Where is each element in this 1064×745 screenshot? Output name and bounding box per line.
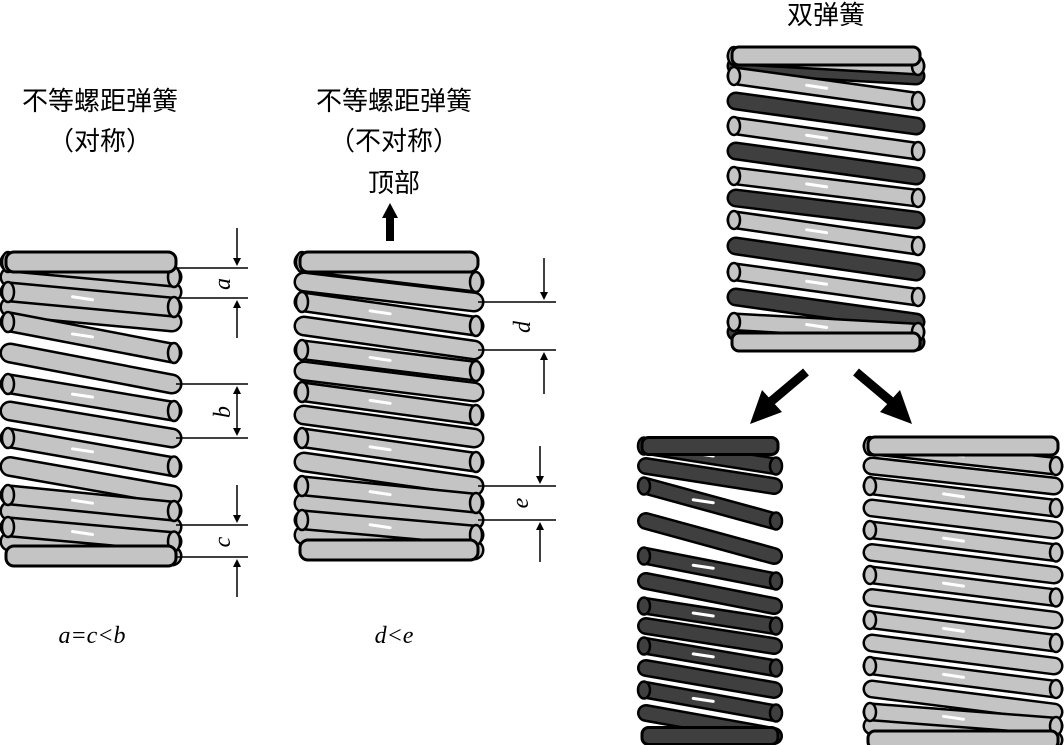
- middle-spring-title-line1: 不等螺距弹簧: [316, 87, 472, 117]
- spring-bottom-end: [4, 544, 178, 568]
- middle-spring: [293, 250, 485, 562]
- spring-top-end: [866, 435, 1060, 457]
- left-spring: [0, 250, 183, 568]
- top-label: 顶部: [368, 169, 420, 199]
- spring-top-end: [640, 436, 780, 456]
- left-dimensions: [176, 228, 248, 597]
- split-arrow-left-icon: [750, 368, 809, 424]
- spring-bottom-end: [866, 729, 1060, 745]
- dim-label-b: b: [210, 406, 236, 418]
- middle-dimensions: [478, 258, 556, 562]
- left-spring-title-line1: 不等螺距弹簧: [22, 87, 178, 117]
- spring-bottom-end: [730, 331, 922, 353]
- spring-bottom-end: [298, 538, 480, 562]
- middle-spring-title-line2: （不对称）: [329, 127, 459, 157]
- spring-top-end: [730, 45, 922, 67]
- dim-label-e: e: [508, 497, 534, 508]
- outer-light-spring: [862, 435, 1064, 745]
- left-formula: a=c<b: [58, 623, 125, 649]
- double-spring: [726, 45, 926, 353]
- middle-formula: d<e: [375, 623, 414, 649]
- spring-top-end: [298, 250, 480, 274]
- double-spring-title: 双弹簧: [787, 1, 865, 31]
- dim-label-d: d: [510, 320, 536, 333]
- spring-bottom-end: [640, 726, 780, 745]
- top-arrow-icon: [382, 203, 398, 241]
- left-spring-title-line2: （对称）: [48, 127, 152, 157]
- dim-label-c: c: [210, 536, 236, 547]
- split-arrow-right-icon: [853, 368, 912, 424]
- dim-label-a: a: [210, 278, 236, 290]
- inner-dark-spring: [636, 436, 784, 745]
- spring-top-end: [4, 250, 178, 274]
